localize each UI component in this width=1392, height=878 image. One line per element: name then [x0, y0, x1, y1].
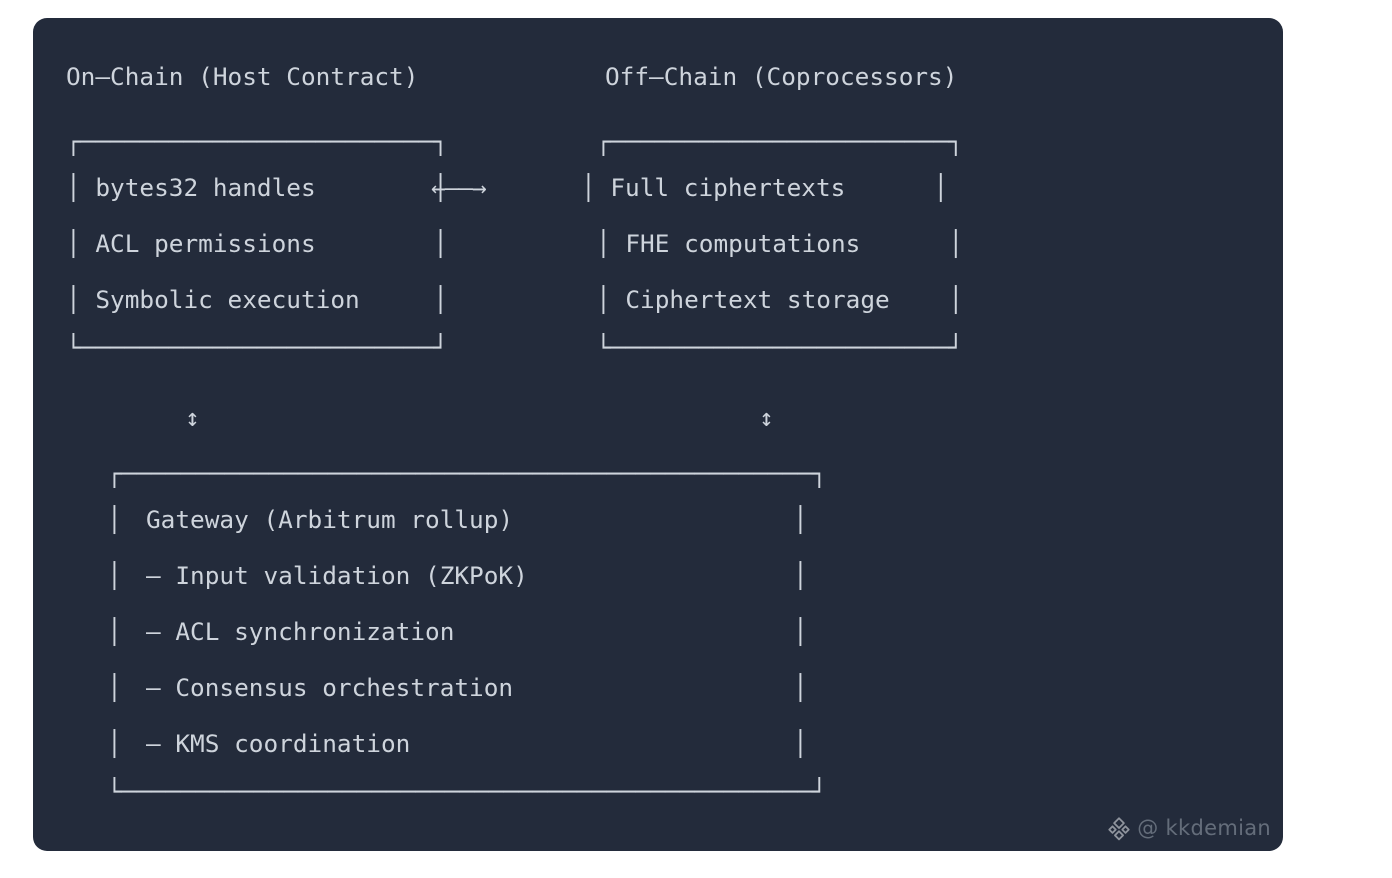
gateway-title: Gateway (Arbitrum rollup): [146, 505, 514, 534]
off-chain-box-bottom-border: └───────────────────────┘: [596, 333, 964, 362]
column-headers: On–Chain (Host Contract) Off–Chain (Copr…: [33, 48, 957, 164]
on-chain-box-row-3: │ Symbolic execution │: [66, 285, 448, 314]
header-off-chain: Off–Chain (Coprocessors): [605, 62, 958, 91]
off-chain-box-top-border: ┌───────────────────────┐: [596, 127, 964, 156]
vertical-arrow-icon-right: ↕: [759, 403, 774, 432]
on-chain-box-top-border: ┌────────────────────────┐: [66, 127, 448, 156]
gateway-box: ┌───────────────────────────────────────…: [33, 446, 827, 851]
diamond-cluster-logo-icon: [1108, 817, 1130, 841]
gateway-box-right-edge-4: │: [793, 673, 808, 702]
gateway-box-right-edge-5: │: [793, 729, 808, 758]
gateway-box-left-edge-5: │: [107, 729, 122, 758]
gateway-item-2: – ACL synchronization: [146, 617, 455, 646]
top-boxes-group: ┌────────────────────────┐ │ bytes32 han…: [33, 114, 963, 851]
gateway-item-1: – Input validation (ZKPoK): [146, 561, 528, 590]
vertical-arrow-icon-left: ↕: [185, 403, 200, 432]
vertical-connectors-group: ↕ ↕: [33, 390, 774, 614]
gateway-box-left-edge-2: │: [107, 561, 122, 590]
off-chain-box-row-1: │ Full ciphertexts │: [581, 173, 949, 202]
on-chain-box-row-1: │ bytes32 handles │: [66, 173, 448, 202]
header-on-chain: On–Chain (Host Contract): [66, 62, 419, 91]
on-chain-box-bottom-border: └────────────────────────┘: [66, 333, 448, 362]
gateway-box-left-edge-3: │: [107, 617, 122, 646]
watermark-handle: @ kkdemian: [1137, 816, 1271, 840]
gateway-box-left-edge-1: │: [107, 505, 122, 534]
gateway-box-left-edge-4: │: [107, 673, 122, 702]
bidirectional-arrow-icon: ←——→: [431, 173, 487, 202]
off-chain-box-row-3: │ Ciphertext storage │: [596, 285, 964, 314]
on-chain-box-row-2: │ ACL permissions │: [66, 229, 448, 258]
gateway-box-right-edge-1: │: [793, 505, 808, 534]
gateway-box-bottom-border: └───────────────────────────────────────…: [107, 777, 827, 806]
gateway-box-top-border: ┌───────────────────────────────────────…: [107, 459, 827, 488]
diagram-panel: On–Chain (Host Contract) Off–Chain (Copr…: [33, 18, 1283, 851]
gateway-box-right-edge-2: │: [793, 561, 808, 590]
off-chain-box-row-2: │ FHE computations │: [596, 229, 964, 258]
gateway-item-4: – KMS coordination: [146, 729, 411, 758]
gateway-item-3: – Consensus orchestration: [146, 673, 514, 702]
gateway-box-right-edge-3: │: [793, 617, 808, 646]
watermark: @ kkdemian: [1106, 815, 1271, 841]
